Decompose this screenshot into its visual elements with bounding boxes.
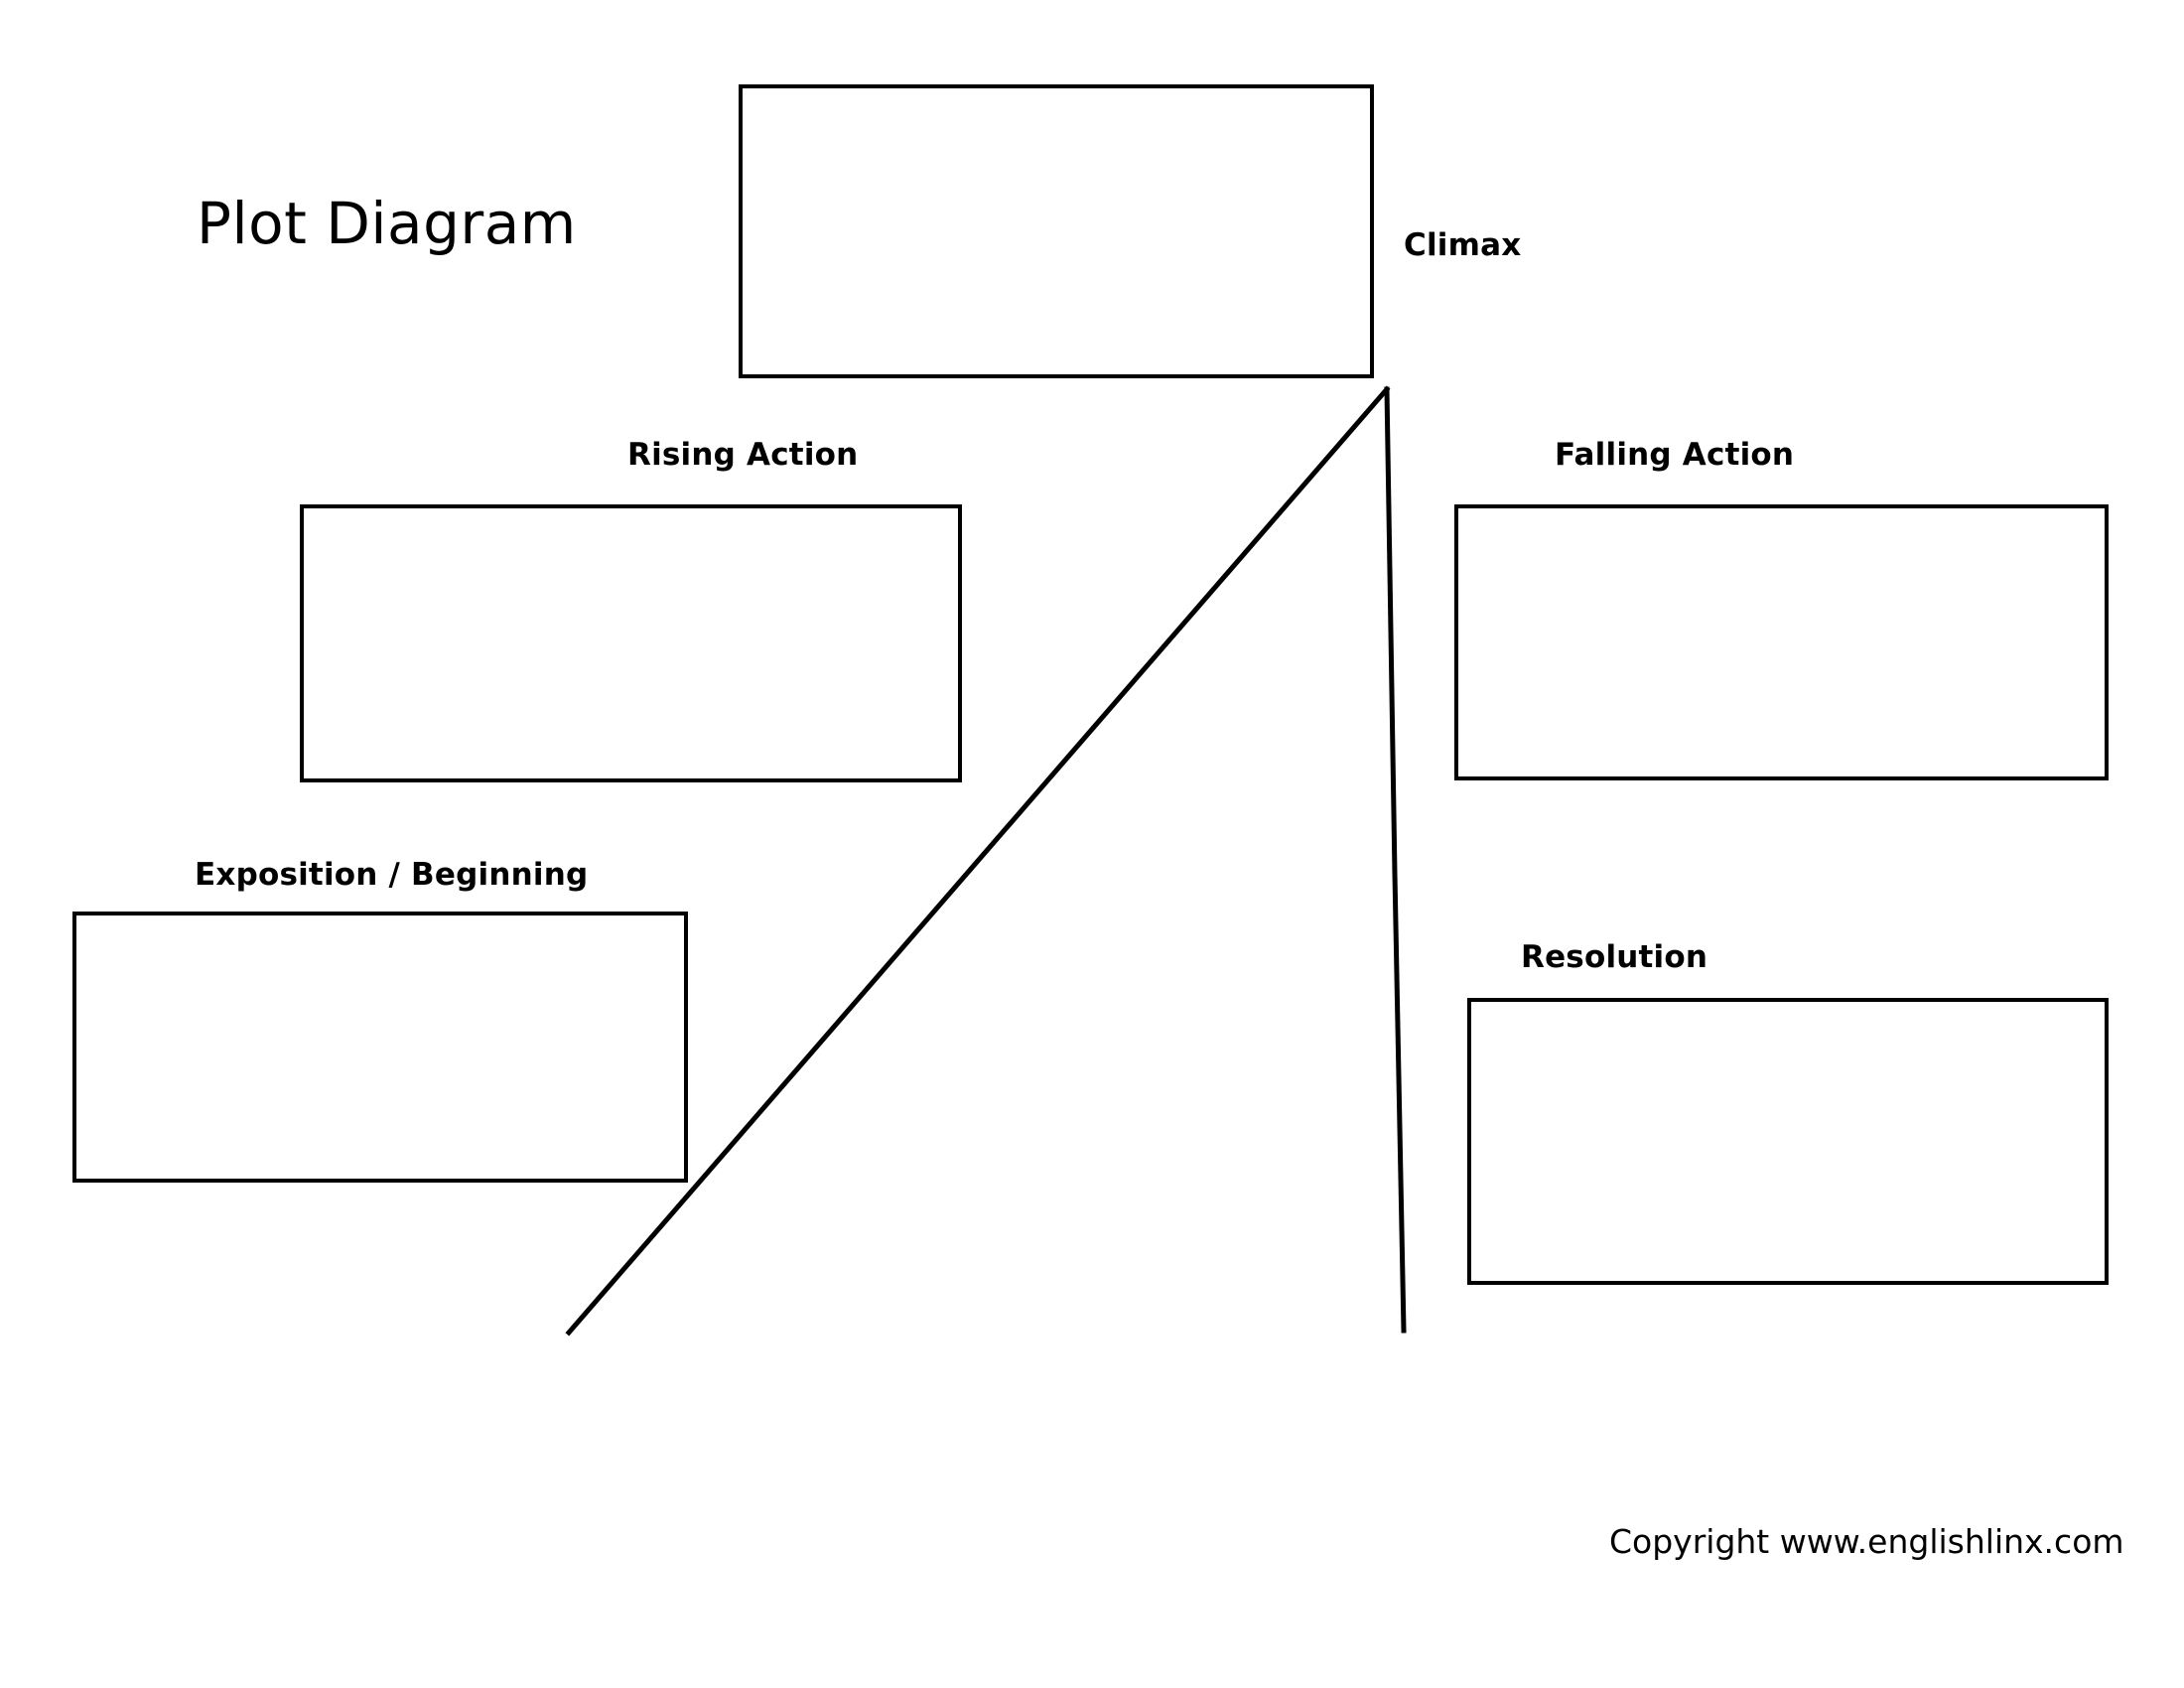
falling-action-line: [1384, 386, 1407, 1334]
falling-action-label: Falling Action: [1555, 437, 1795, 473]
resolution-answer-box[interactable]: [1467, 998, 2109, 1285]
rising-action-label: Rising Action: [627, 437, 859, 473]
page-title: Plot Diagram: [197, 190, 577, 257]
climax-label: Climax: [1404, 227, 1522, 263]
copyright-notice: Copyright www.englishlinx.com: [1609, 1522, 2124, 1561]
falling-action-answer-box[interactable]: [1454, 504, 2109, 780]
exposition-answer-box[interactable]: [72, 912, 688, 1183]
rising-action-answer-box[interactable]: [300, 504, 962, 782]
climax-answer-box[interactable]: [739, 84, 1374, 378]
resolution-label: Resolution: [1521, 939, 1708, 975]
exposition-label: Exposition / Beginning: [195, 857, 589, 893]
